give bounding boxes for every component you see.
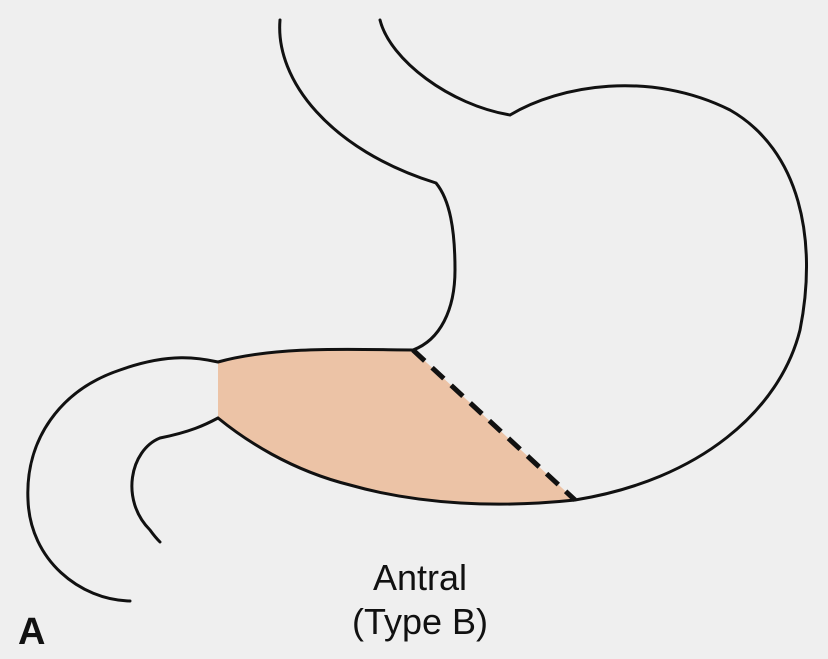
panel-label: A — [18, 612, 45, 652]
caption-line-2: (Type B) — [300, 600, 540, 644]
antral-region — [218, 349, 575, 504]
region-caption: Antral (Type B) — [300, 556, 540, 644]
caption-line-1: Antral — [300, 556, 540, 600]
stomach-outline-lesser-curvature — [28, 20, 455, 601]
